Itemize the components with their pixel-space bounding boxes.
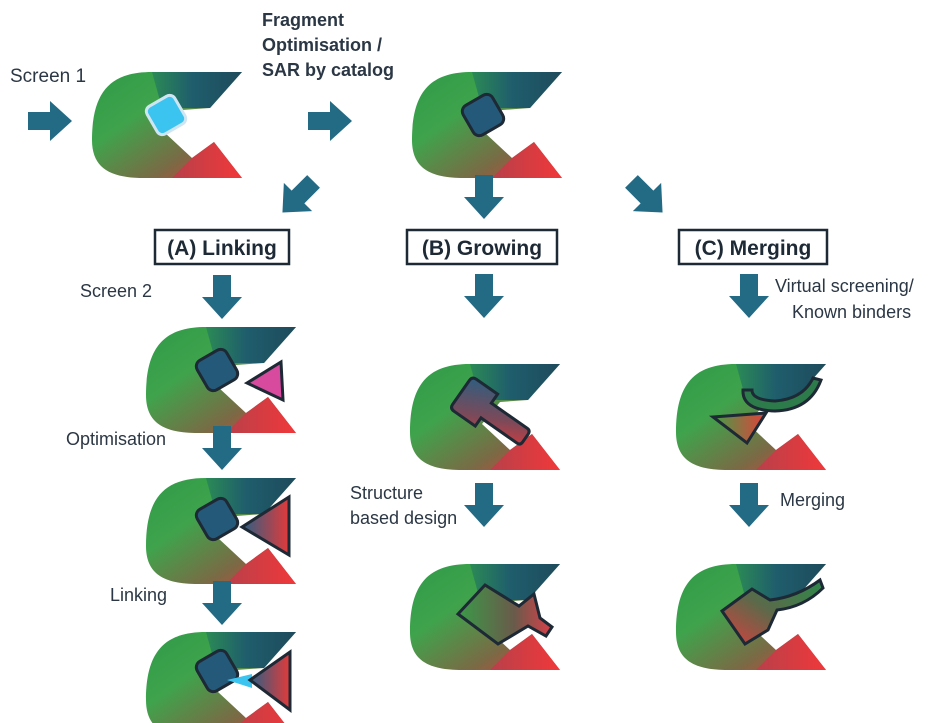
vs-line2: Known binders [792,302,911,322]
arrow-screen1 [28,101,72,141]
arrow-merging [729,483,769,527]
merging-title: (C) Merging [695,237,812,260]
linking-box: (A) Linking [153,228,291,266]
linker [227,674,252,688]
screen2-label: Screen 2 [80,281,152,301]
fragment-line1: Fragment [262,10,344,30]
arrow-growing-1 [464,274,504,318]
fragment-b-linked [247,649,292,713]
sbd-line1: Structure [350,483,423,503]
arrow-to-linking [268,167,328,227]
growing-title: (B) Growing [422,237,542,260]
linking-title: (A) Linking [167,237,277,260]
arrow-optimisation [308,101,352,141]
sbd-line2: based design [350,508,457,528]
merging-step-label: Merging [780,490,845,510]
growing-box: (B) Growing [405,228,559,266]
arrow-virtual-screening [729,274,769,318]
arrow-to-merging [617,167,677,227]
sbd-fragment [455,583,555,646]
merge-fragment-triangle [708,411,769,446]
vs-line1: Virtual screening/ [775,276,914,296]
screen1-label: Screen 1 [10,66,86,87]
merging-box: (C) Merging [677,228,829,266]
grown-fragment [450,376,531,446]
arrow-sbd [464,483,504,527]
arrow-to-growing [464,175,504,219]
fragment-line3: SAR by catalog [262,60,394,80]
arrow-screen2 [202,275,242,319]
fragment-light [144,93,188,137]
merged-compound [719,577,825,647]
fragment-line2: Optimisation / [262,35,382,55]
fragment-a-opt [194,496,240,542]
fragment-b-pink [243,359,285,403]
known-binder-arc [741,376,823,413]
optimisation-label: Optimisation [66,429,166,449]
fragment-b-opt [239,494,291,558]
fragment-optimised [460,92,506,138]
arrow-linking [202,581,242,625]
fragment-a-linked [194,648,240,694]
fragment-a [194,347,240,393]
linking-step-label: Linking [110,585,167,605]
